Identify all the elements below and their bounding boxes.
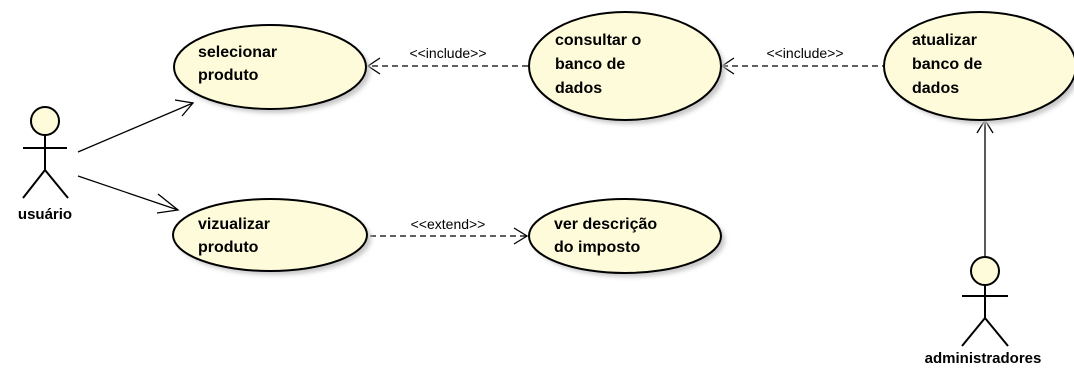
use-case-ver-descricao-imposto[interactable]: ver descrição do imposto [528,198,725,277]
use-case-label-line: atualizar [912,32,977,49]
actor-label: administradores [925,350,1042,367]
use-case-label-line: banco de [555,56,625,73]
include-label-2: <<include>> [766,45,843,61]
use-case-label-line: ver descrição [554,216,657,233]
association-user-view [77,175,180,214]
use-case-consultar-banco[interactable]: consultar o banco de dados [528,11,725,124]
include-relation-2: <<include>> [720,45,888,75]
include-label-1: <<include>> [409,45,486,61]
use-case-label-line: do imposto [554,239,640,256]
association-admin-update [976,118,994,258]
use-case-selecionar-produto[interactable]: selecionar produto [173,24,370,113]
extend-label-1: <<extend>> [411,216,486,232]
use-case-vizualizar-produto[interactable]: vizualizar produto [172,198,371,275]
use-case-label-line: consultar o [555,32,641,49]
use-case-label-line: dados [555,80,602,97]
use-case-label-line: selecionar [198,44,277,61]
use-case-label-line: vizualizar [198,216,270,233]
actor-label: usuário [18,206,72,223]
actor-usuario[interactable]: usuário [18,106,72,223]
association-user-select [77,99,195,153]
stick-figure-icon [22,106,69,199]
use-case-label-line: produto [198,67,259,84]
use-case-label-line: produto [198,239,259,256]
include-relation-1: <<include>> [366,45,528,75]
use-case-atualizar-banco[interactable]: atualizar banco de dados [883,11,1074,124]
extend-relation-1: <<extend>> [370,216,529,245]
actor-administradores[interactable]: administradores [925,256,1042,367]
stick-figure-icon [961,256,1009,347]
use-case-label-line: banco de [912,56,982,73]
use-case-label-line: dados [912,80,959,97]
